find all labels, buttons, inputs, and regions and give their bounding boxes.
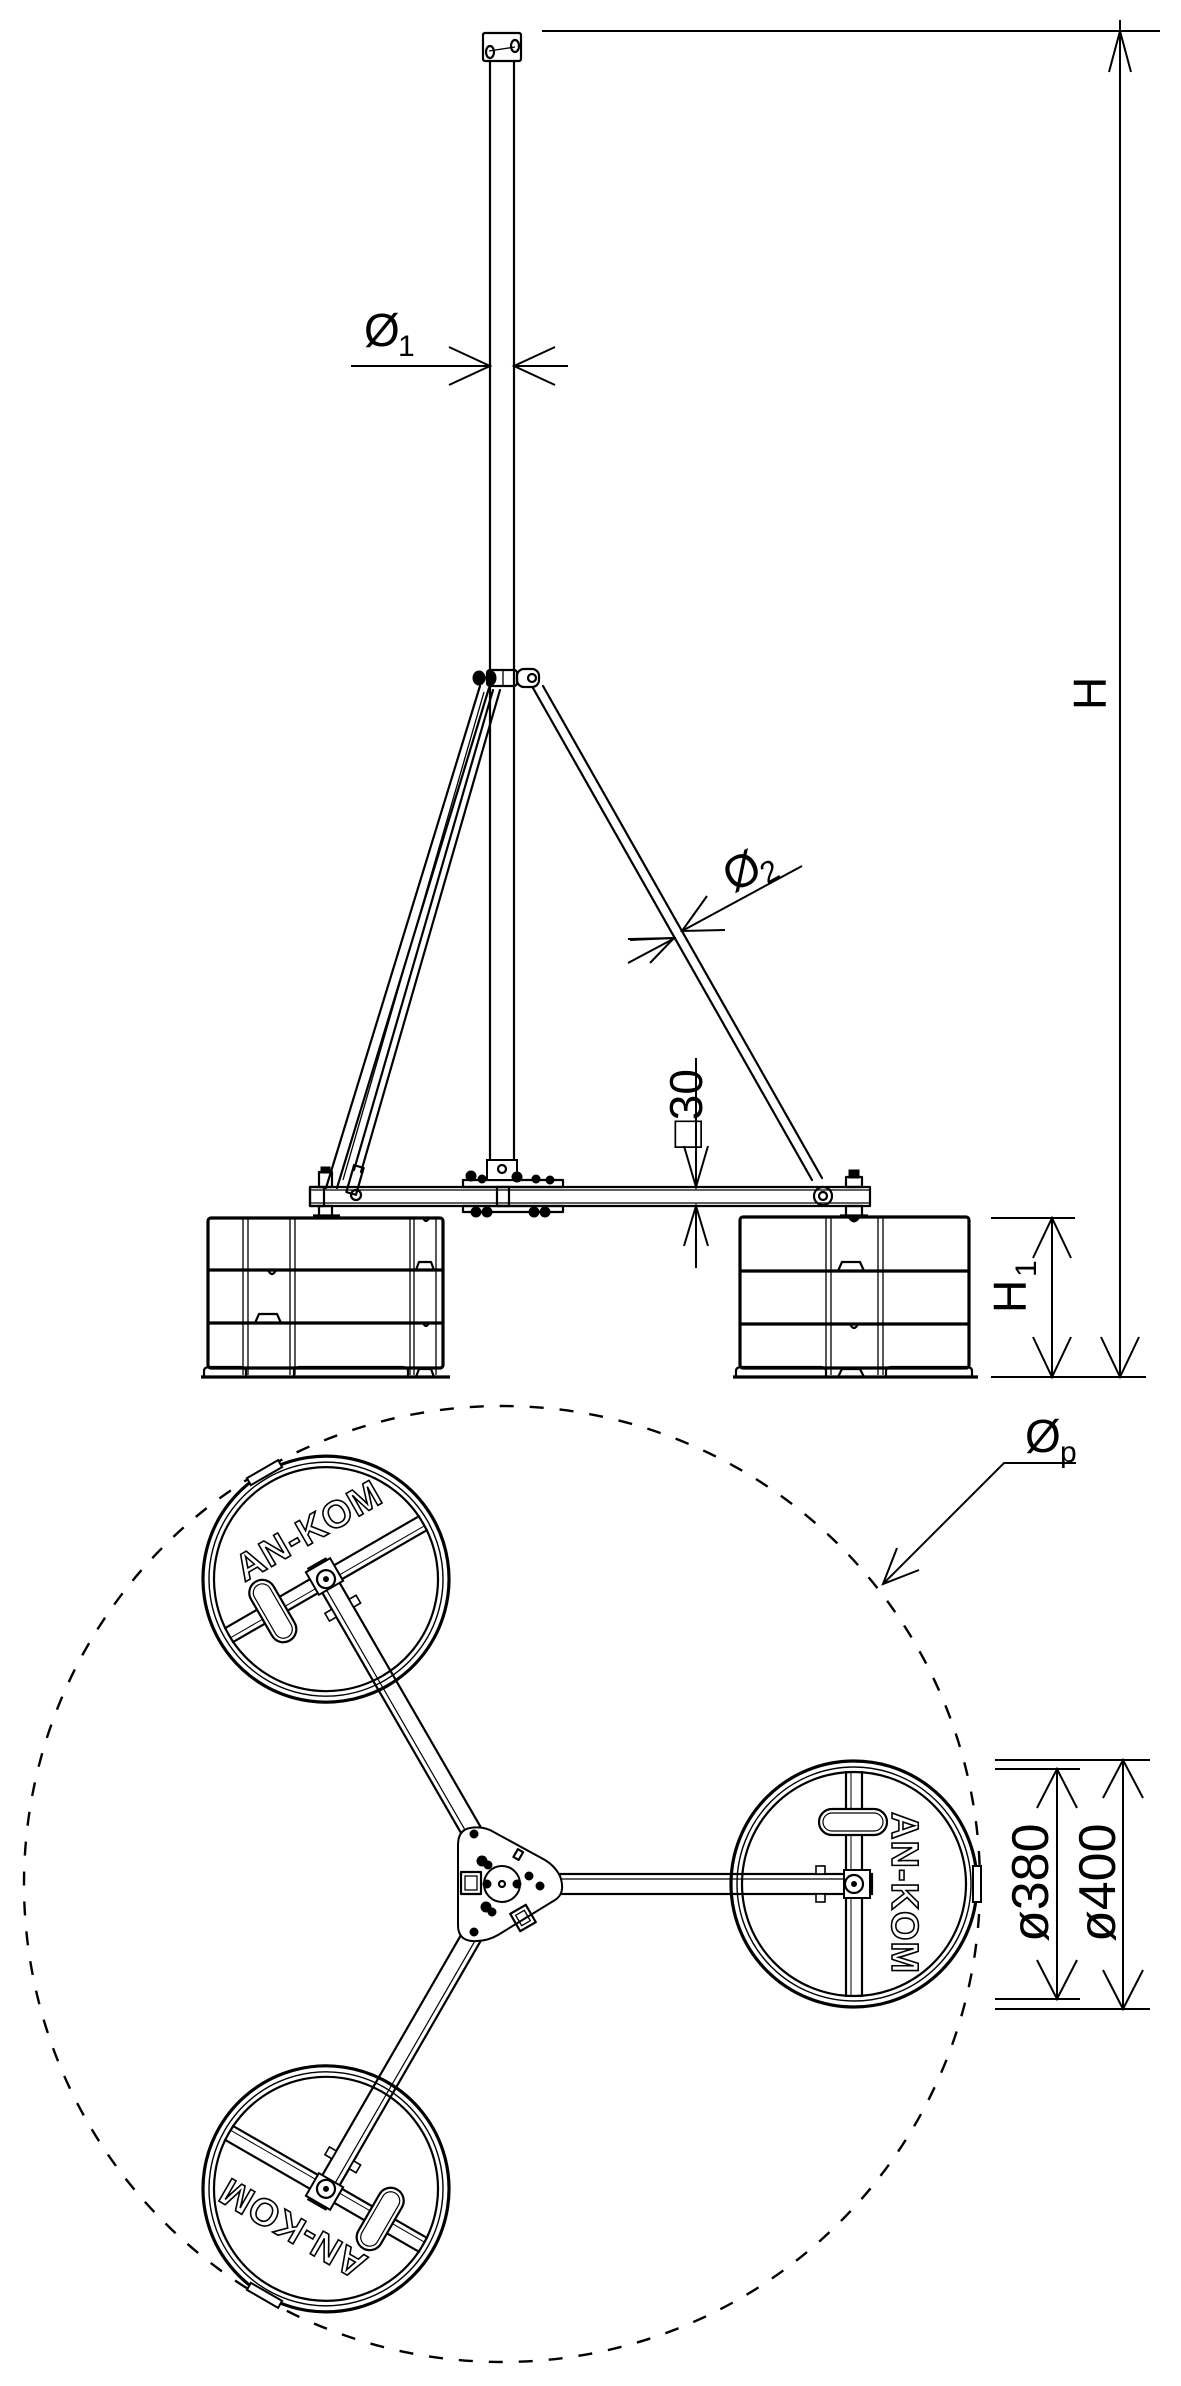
ballast-weights: AN-KOM AN-KOM AN-KOM bbox=[201, 1454, 982, 2314]
support-arm bbox=[538, 1872, 874, 1896]
square-profile-label: □30 bbox=[660, 1069, 712, 1148]
height-1-symbol: H bbox=[984, 1280, 1036, 1313]
base-bar bbox=[308, 1159, 872, 1218]
dimension-diameter-2: Ø 2 bbox=[627, 839, 803, 964]
weight-disk: AN-KOM bbox=[201, 1454, 451, 1704]
ballast-block-left bbox=[201, 1216, 450, 1379]
weight-inner-diameter-label: ø380 bbox=[1002, 1823, 1060, 1942]
dimension-height: H bbox=[542, 20, 1160, 1380]
dimension-diameter-p: Ø p bbox=[881, 1410, 1077, 1586]
weight-bottom-left: AN-KOM bbox=[201, 1910, 494, 2314]
mast-pole bbox=[488, 59, 516, 1167]
support-leg-left bbox=[324, 684, 502, 1202]
brand-text: AN-KOM bbox=[212, 2169, 373, 2286]
mast-top-cap bbox=[481, 31, 523, 63]
diameter-1-symbol: Ø bbox=[364, 304, 400, 356]
weight-top-left: AN-KOM bbox=[201, 1454, 494, 1858]
central-hub bbox=[457, 1826, 564, 1943]
ballast-block-right bbox=[733, 1215, 978, 1379]
weight-disk: AN-KOM bbox=[201, 2064, 451, 2314]
weight-right: AN-KOM bbox=[538, 1759, 982, 2009]
brand-text: AN-KOM bbox=[883, 1812, 925, 1974]
leg-clamp-bracket bbox=[472, 667, 541, 689]
support-arm bbox=[306, 1557, 494, 1858]
weight-outer-diameter-label: ø400 bbox=[1069, 1823, 1127, 1942]
side-view: Ø 1 Ø 2 □30 H bbox=[201, 20, 1160, 1380]
dimension-weight-diameter: ø380 ø400 bbox=[995, 1757, 1150, 2012]
diameter-p-symbol: Ø bbox=[1025, 1410, 1061, 1462]
dimension-square-profile: □30 bbox=[660, 1058, 712, 1268]
height-1-subscript: 1 bbox=[1010, 1260, 1043, 1277]
dimension-height-1: H 1 bbox=[984, 1215, 1146, 1380]
top-view: Ø p AN-KOM AN-KOM AN-KOM bbox=[22, 1404, 1150, 2364]
diameter-p-subscript: p bbox=[1060, 1436, 1077, 1469]
support-arm bbox=[306, 1910, 494, 2211]
weight-disk: AN-KOM bbox=[729, 1759, 982, 2009]
diameter-1-subscript: 1 bbox=[398, 330, 415, 363]
dimension-diameter-1: Ø 1 bbox=[351, 304, 568, 386]
height-label: H bbox=[1064, 677, 1116, 710]
